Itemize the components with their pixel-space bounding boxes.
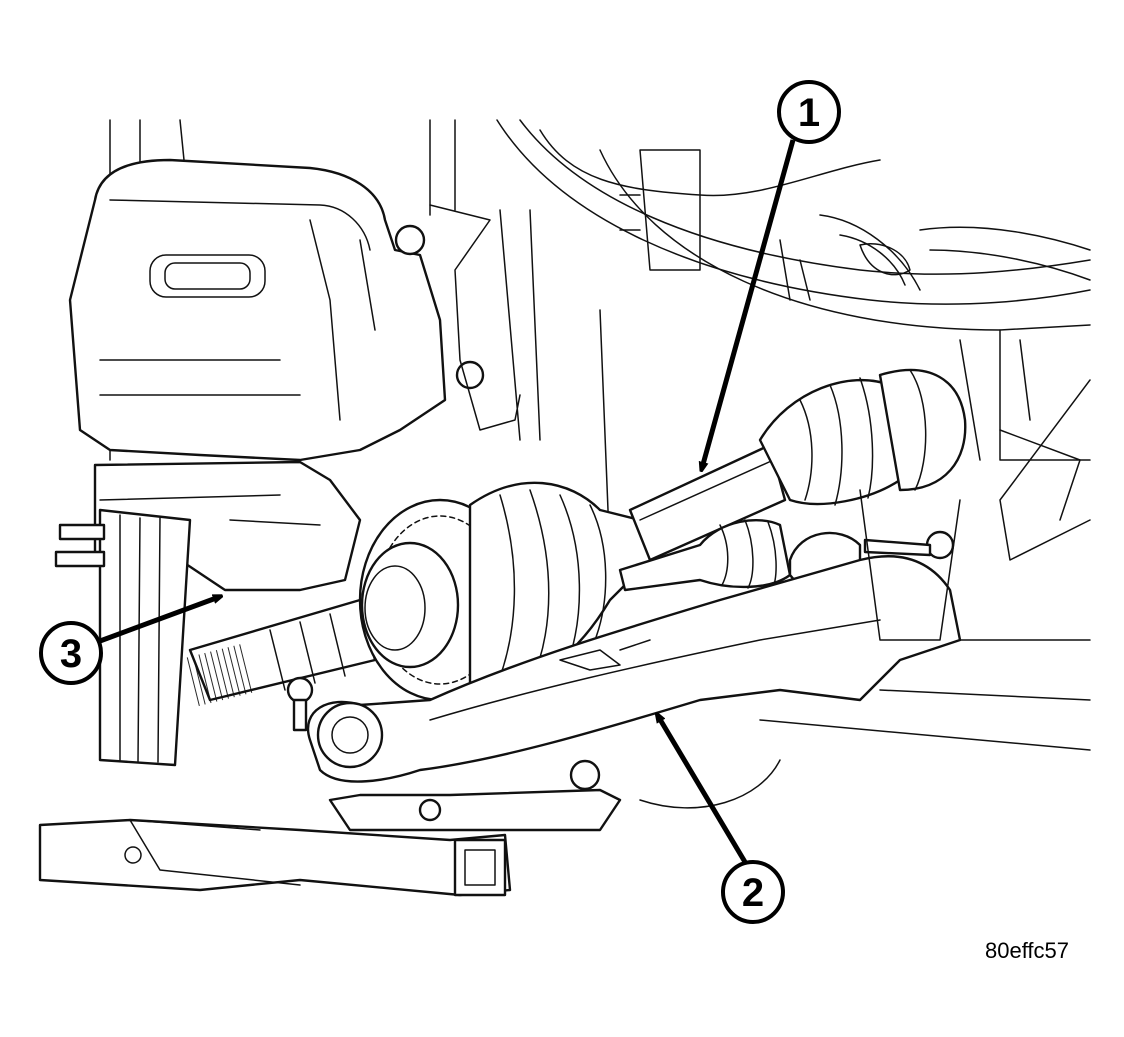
drive-shaft (184, 368, 967, 707)
callout-1: 1 (777, 80, 841, 144)
leader-1 (702, 139, 796, 468)
callout-2: 2 (721, 860, 785, 924)
callout-2-label: 2 (742, 871, 764, 915)
crossmember (38, 788, 622, 897)
lower-control-arm (286, 489, 962, 791)
callout-leaders (99, 139, 796, 864)
background-engine-linework (109, 119, 1091, 809)
callout-3-label: 3 (60, 632, 82, 676)
callout-1-label: 1 (798, 91, 820, 135)
callout-3: 3 (39, 621, 103, 685)
brake-caliper-assembly (54, 158, 521, 767)
figure-id: 80effc57 (985, 938, 1070, 963)
leader-2 (658, 716, 748, 864)
leader-3 (99, 597, 219, 644)
wheel-studs (54, 523, 106, 568)
